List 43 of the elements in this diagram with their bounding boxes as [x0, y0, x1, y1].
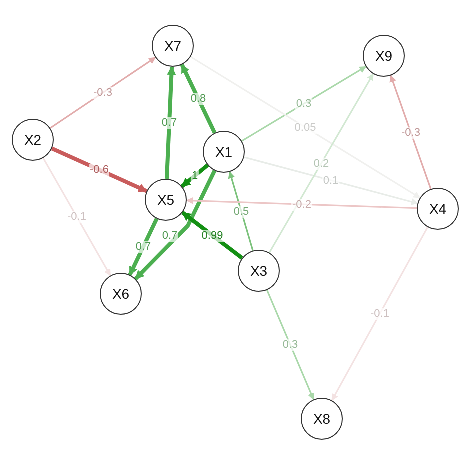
arrow	[268, 74, 374, 254]
edge-label: 0.8	[190, 93, 208, 105]
edge-label: -0.6	[89, 164, 110, 176]
edge-label: -0.3	[400, 126, 422, 138]
node-circle: X3	[238, 250, 280, 292]
node-circle: X8	[301, 398, 343, 440]
arrow	[190, 56, 421, 199]
arrow	[50, 57, 156, 129]
edge-label: 0.5	[232, 206, 250, 218]
arrow	[244, 156, 418, 206]
arrow	[42, 158, 112, 276]
edge-label: 0.99	[200, 230, 224, 242]
arrow	[390, 75, 432, 190]
arrow	[134, 170, 217, 280]
edge-label: -0.2	[292, 198, 312, 210]
edge-label: 0.3	[282, 339, 300, 351]
arrow	[331, 227, 429, 402]
node-circle: X2	[12, 119, 54, 161]
arrow	[180, 64, 217, 134]
arrow	[242, 66, 367, 142]
arrow	[128, 218, 159, 276]
arrow	[164, 66, 176, 180]
edge-label: 0.7	[161, 230, 179, 242]
edge-label: 0.1	[322, 174, 340, 186]
edge-label: 0.7	[160, 117, 178, 129]
edge-label: -0.1	[370, 308, 390, 320]
node-circle: X6	[100, 273, 142, 315]
node-circle: X7	[152, 25, 194, 67]
node-circle: X9	[363, 35, 405, 77]
edge-label: 0.3	[295, 98, 313, 110]
edge-label: 0.7	[134, 241, 152, 253]
edge-label: -0.3	[92, 87, 114, 99]
node-circle: X4	[417, 188, 459, 230]
edge-label: 0.2	[312, 158, 330, 170]
arrow	[266, 290, 315, 400]
edge-label: -0.1	[66, 211, 88, 223]
node-circle: X1	[203, 131, 245, 173]
arrow	[180, 164, 210, 188]
arrow	[181, 211, 244, 260]
node-circle: X5	[145, 179, 187, 221]
arrow	[51, 146, 148, 194]
edge-label: 1	[190, 170, 200, 182]
arrow	[186, 197, 418, 210]
